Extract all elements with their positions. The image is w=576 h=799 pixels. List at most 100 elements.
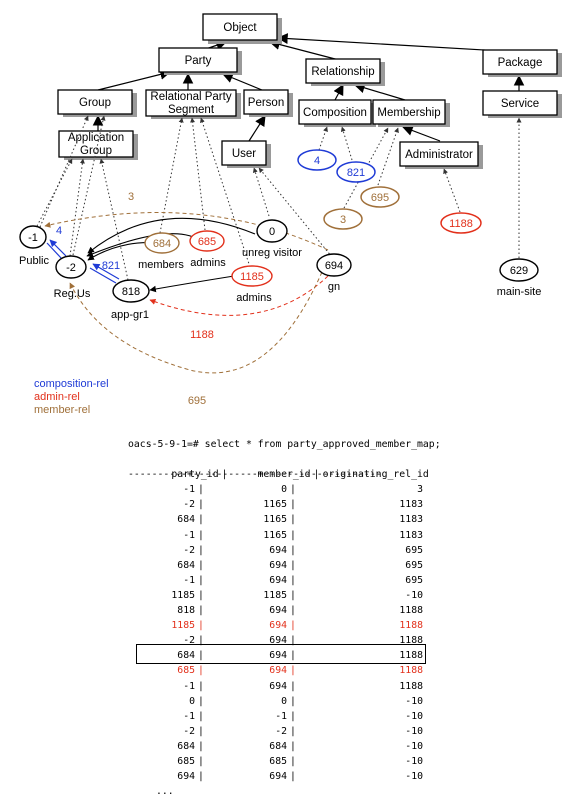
member-id-cell: 1165 [263, 529, 287, 541]
member-id-cell: 694 [269, 559, 287, 571]
originating-rel-id-cell: 3 [417, 484, 423, 496]
member-id-cell: 694 [269, 771, 287, 783]
edge-label-3: 3 [128, 191, 134, 203]
party-gn: 694 gn [316, 253, 352, 293]
party-id-cell: 818 [177, 605, 195, 617]
legend-composition-rel: composition-rel [34, 378, 109, 390]
sql-row: 0|0|-10 [128, 694, 447, 709]
party-id-cell: -1 [183, 710, 195, 722]
member-id-cell: 685 [269, 755, 287, 767]
sql-row: 684|694|695 [128, 558, 447, 573]
svg-text:User: User [232, 148, 256, 160]
sql-row: -1|694|695 [128, 573, 447, 588]
svg-text:684: 684 [153, 238, 171, 250]
party-id-cell: -1 [183, 680, 195, 692]
svg-text:Composition: Composition [303, 107, 367, 119]
class-package: Package [482, 49, 562, 77]
sql-header-party-id: party_id [171, 469, 219, 481]
party-main-site: 629 main-site [497, 258, 542, 298]
edge-label-821: 821 [102, 260, 120, 272]
rel-instance-1188: 1188 [440, 212, 482, 234]
sql-row: 685|685|-10 [128, 754, 447, 769]
originating-rel-id-cell: -10 [405, 740, 423, 752]
member-id-cell: 694 [269, 635, 287, 647]
legend-admin-rel: admin-rel [34, 391, 80, 403]
class-object: Object [202, 13, 282, 44]
member-id-cell: 694 [269, 574, 287, 586]
originating-rel-id-cell: 1188 [399, 680, 423, 692]
member-id-cell: 694 [269, 620, 287, 632]
svg-text:app-gr1: app-gr1 [111, 309, 149, 321]
class-membership: Membership [372, 99, 450, 127]
originating-rel-id-cell: 1183 [399, 529, 423, 541]
sql-row: -2|-2|-10 [128, 724, 447, 739]
sql-header-originating-rel-id: originating_rel_id [322, 469, 429, 481]
originating-rel-id-cell: 1183 [399, 514, 423, 526]
inheritance-arrows [92, 33, 525, 142]
sql-header-row: party_id|member_id|originating_rel_id [128, 452, 447, 480]
svg-text:821: 821 [347, 167, 365, 179]
svg-text:1185: 1185 [240, 271, 264, 283]
sql-row: 684|694|1188 [128, 648, 447, 663]
svg-text:818: 818 [122, 286, 140, 298]
instance-of-lines [36, 115, 522, 281]
member-id-cell: 694 [269, 680, 287, 692]
originating-rel-id-cell: 695 [405, 544, 423, 556]
svg-text:Package: Package [498, 57, 543, 69]
member-id-cell: 1185 [263, 589, 287, 601]
party-id-cell: 685 [177, 665, 195, 677]
originating-rel-id-cell: 1188 [399, 635, 423, 647]
member-id-cell: -2 [275, 725, 287, 737]
sql-header-member-id: member_id [257, 469, 311, 481]
svg-text:main-site: main-site [497, 286, 542, 298]
svg-text:Membership: Membership [377, 107, 440, 119]
party-members: 684 members [138, 232, 184, 271]
originating-rel-id-cell: -10 [405, 725, 423, 737]
svg-text:Administrator: Administrator [405, 149, 473, 161]
svg-text:Object: Object [223, 22, 257, 34]
sql-row: -1|1165|1183 [128, 528, 447, 543]
party-id-cell: 1185 [171, 620, 195, 632]
party-id-cell: 1185 [171, 589, 195, 601]
class-person: Person [243, 89, 293, 117]
legend-member-rel: member-rel [34, 404, 91, 416]
sql-row: -2|1165|1183 [128, 497, 447, 512]
class-party: Party [158, 47, 242, 75]
sql-row: -2|694|1188 [128, 633, 447, 648]
party-id-cell: -1 [183, 574, 195, 586]
svg-text:Service: Service [501, 98, 539, 110]
sql-row: -1|694|1188 [128, 679, 447, 694]
edge-label-1188: 1188 [190, 329, 214, 341]
class-user: User [221, 140, 271, 168]
originating-rel-id-cell: -10 [405, 755, 423, 767]
member-id-cell: 694 [269, 605, 287, 617]
member-id-cell: 0 [281, 695, 287, 707]
svg-text:Relational Party: Relational Party [150, 91, 231, 103]
svg-text:Reg.Us: Reg.Us [54, 288, 91, 300]
party-id-cell: -2 [183, 544, 195, 556]
originating-rel-id-cell: 1188 [399, 620, 423, 632]
svg-text:members: members [138, 259, 184, 271]
originating-rel-id-cell: 1188 [399, 650, 423, 662]
sql-ellipsis: ... [156, 786, 174, 798]
originating-rel-id-cell: 1188 [399, 605, 423, 617]
originating-rel-id-cell: -10 [405, 710, 423, 722]
originating-rel-id-cell: -10 [405, 589, 423, 601]
rel-instance-821: 821 [336, 161, 376, 183]
class-relationship: Relationship [305, 58, 385, 86]
sql-row: 685|694|1188 [128, 663, 447, 678]
svg-text:629: 629 [510, 265, 528, 277]
svg-text:admins: admins [190, 257, 226, 269]
svg-text:-2: -2 [66, 262, 76, 274]
member-id-cell: 1165 [263, 514, 287, 526]
party-public: -1 Public [19, 225, 49, 267]
party-id-cell: -1 [183, 529, 195, 541]
edge-label-695: 695 [188, 395, 206, 407]
svg-text:0: 0 [269, 226, 275, 238]
member-id-cell: -1 [275, 710, 287, 722]
svg-text:admins: admins [236, 292, 272, 304]
rel-instance-4: 4 [297, 149, 337, 171]
sql-row: 684|1165|1183 [128, 512, 447, 527]
originating-rel-id-cell: 1188 [399, 665, 423, 677]
sql-divider: ----------+-----------+-----------------… [128, 469, 382, 481]
